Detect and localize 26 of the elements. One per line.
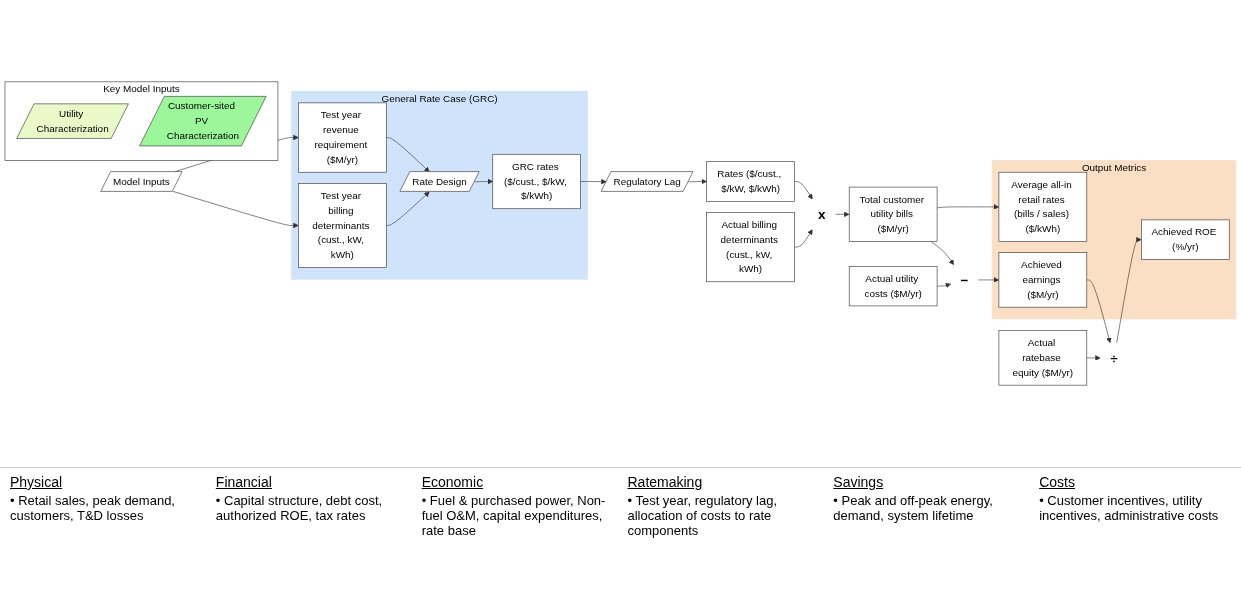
node-box: Actual ratebase equity ($M/yr): [998, 330, 1088, 386]
bullet-text: • Peak and off-peak energy, demand, system lifetime: [833, 493, 994, 525]
node-box: GRC rates ($/cust., $/kW, $/kWh): [492, 153, 581, 210]
bullet-text: • Retail sales, peak demand, customers, T&D losses: [10, 493, 176, 525]
node-box: Test year revenue requirement ($M/yr): [298, 102, 387, 173]
node-box: Achieved earnings ($M/yr): [998, 252, 1088, 308]
bullet-text: • Capital structure, debt cost, authorized ROE, tax rates: [215, 493, 384, 525]
category-heading: Financial: [215, 474, 273, 490]
node-text: x: [818, 206, 826, 223]
bullet-text: • Customer incentives, utility incentives, administrative costs: [1039, 493, 1220, 525]
node-text: ÷: [1110, 350, 1118, 366]
node-text: −: [960, 272, 969, 288]
category-heading: Economic: [421, 474, 485, 490]
node-box: Achieved ROE (%/yr): [1141, 219, 1230, 260]
category-heading: Physical: [10, 474, 64, 490]
node-box: Rates ($/cust., $/kW, $/kWh): [706, 161, 795, 202]
node-box: Actual utility costs ($M/yr): [848, 266, 938, 307]
bullet-text: • Test year, regulatory lag, allocation of costs to rate components: [627, 493, 779, 540]
category-heading: Costs: [1039, 474, 1076, 490]
node-box: Average all-in retail rates (bills / sales) ($/kWh): [998, 171, 1088, 242]
category-heading: Ratemaking: [627, 474, 704, 490]
node-box: Actual billing determinants (cust., kW, kWh): [706, 212, 795, 283]
category-heading: Savings: [833, 474, 885, 490]
node-box: Total customer utility bills ($M/yr): [848, 186, 938, 242]
bullet-text: • Fuel & purchased power, Non-fuel O&M, capital expenditures, rate base: [421, 493, 607, 540]
node-box: Test year billing determinants (cust., kW, kWh): [298, 183, 387, 268]
